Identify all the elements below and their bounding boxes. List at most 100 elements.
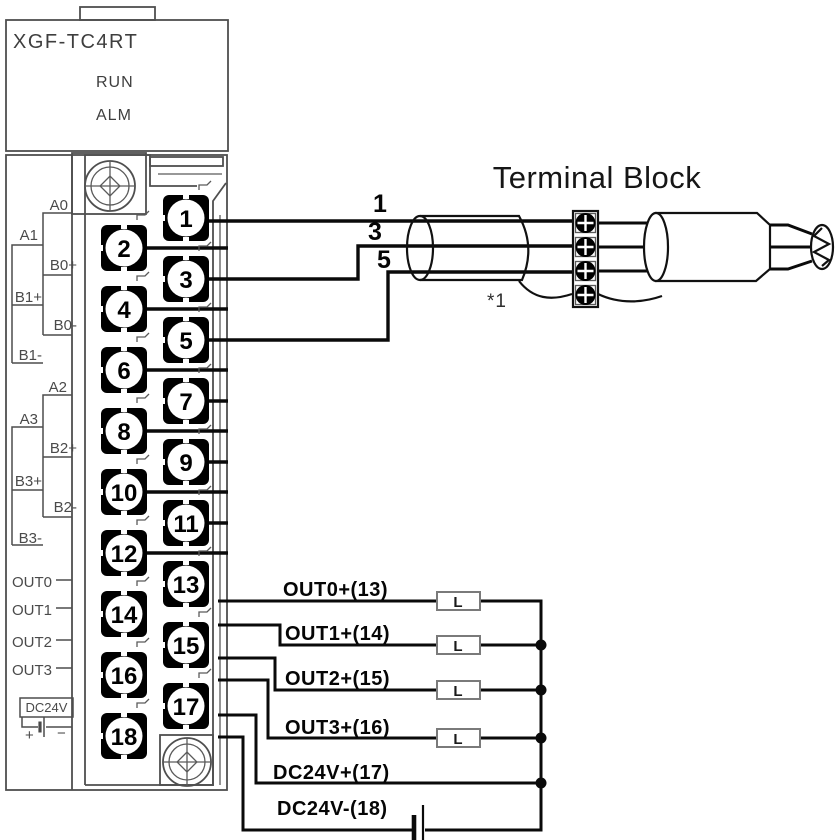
rtd-sensor-element (809, 223, 835, 271)
output-label-ticks (56, 579, 72, 669)
output-wiring: L L L L OUT0+(13) OUT1+(14) OUT2+(15) OU… (218, 579, 547, 840)
terminal-7: 7 (160, 363, 212, 426)
load-label-out2: L (453, 683, 462, 700)
top-screw-icon (84, 160, 136, 212)
bracket-ch2 (42, 394, 72, 518)
terminal-13: 13 (160, 546, 212, 609)
module-top-tab (79, 6, 156, 21)
wire-number-1: 1 (373, 190, 387, 218)
load-box-out2 (436, 680, 481, 700)
svg-text:4: 4 (117, 297, 131, 324)
label-out3: OUT3 (12, 662, 52, 679)
svg-text:17: 17 (173, 694, 200, 721)
junction-dot (535, 684, 547, 696)
run-led-label: RUN (96, 74, 134, 91)
left-cable-body (420, 214, 530, 282)
label-out1: OUT1 (12, 602, 52, 619)
wire-number-3: 3 (368, 218, 382, 246)
wire-dc24v-minus (218, 735, 413, 832)
svg-text:1: 1 (179, 206, 192, 233)
dc24v-power-group: DC24V + − (19, 697, 74, 744)
terminal-12: 12 (98, 515, 150, 578)
module-face-panel (5, 19, 229, 152)
label-out1-plus: OUT1+(14) (285, 623, 390, 645)
label-b3-minus: B3- (19, 530, 42, 547)
channel-label-group-ch01: A0 A1 B0+ B1+ B0- B1- (11, 197, 77, 364)
label-dc24v-minus: DC24V-(18) (277, 798, 388, 820)
label-out0: OUT0 (12, 574, 52, 591)
terminal-16: 16 (98, 637, 150, 700)
bracket-ch1 (11, 244, 43, 364)
left-cable-end (405, 214, 435, 282)
wire-terminal3 (204, 244, 573, 281)
svg-text:6: 6 (117, 358, 130, 385)
shield-wire-right (597, 293, 663, 303)
shield-note: *1 (487, 291, 507, 312)
bracket-ch3 (11, 426, 43, 546)
svg-text:10: 10 (111, 480, 138, 507)
svg-text:11: 11 (173, 511, 198, 538)
load-label-out0: L (453, 594, 462, 611)
strip-to-cable-wires (598, 221, 650, 273)
terminal-block-terminals: 1 2 3 4 5 6 7 8 9 10 11 12 13 14 15 16 1… (98, 180, 212, 761)
svg-text:15: 15 (173, 633, 200, 660)
dc24v-box (19, 697, 74, 718)
terminal-8: 8 (98, 393, 150, 456)
label-out3-plus: OUT3+(16) (285, 717, 390, 739)
minus-sign: − (57, 725, 66, 742)
terminal-9: 9 (160, 424, 212, 487)
terminal-1: 1 (160, 180, 212, 243)
load-box-out0 (436, 591, 481, 611)
strip-screw-icons (575, 213, 596, 305)
wire-terminal5 (204, 270, 573, 342)
terminal-3: 3 (160, 241, 212, 304)
svg-text:5: 5 (179, 328, 192, 355)
label-a0: A0 (50, 197, 68, 214)
terminal-contact-stubs (146, 246, 228, 555)
terminal-block-title: Terminal Block (493, 160, 702, 195)
resistor-zigzag-icon (811, 227, 832, 267)
svg-text:2: 2 (117, 236, 130, 263)
load-boxes (436, 591, 481, 748)
junction-dot (535, 777, 547, 789)
cable-to-sensor-wires (770, 223, 813, 271)
terminal-18: 18 (98, 698, 150, 761)
module-model-label: XGF-TC4RT (13, 31, 138, 53)
terminal-15: 15 (160, 607, 212, 670)
alarm-led-label: ALM (96, 107, 132, 124)
label-b1-minus: B1- (19, 347, 42, 364)
battery-symbol (411, 805, 425, 840)
shield-wire-left (518, 280, 573, 299)
shield-terminal-strip (571, 209, 600, 309)
junction-dot (535, 639, 547, 651)
right-cable-body (654, 211, 772, 283)
label-b0-plus: B0+ (50, 257, 77, 274)
wire-dc24v-plus (218, 713, 541, 785)
label-a1: A1 (20, 227, 38, 244)
cable-assembly: *1 (405, 209, 835, 312)
terminal-10: 10 (98, 454, 150, 517)
label-b2-minus: B2- (54, 499, 77, 516)
vent-bar (149, 156, 224, 167)
terminal-6: 6 (98, 332, 150, 395)
wire-out0-bus-dcminus (425, 599, 543, 832)
load-box-out1 (436, 635, 481, 655)
label-b2-plus: B2+ (50, 440, 77, 457)
label-a3: A3 (20, 411, 38, 428)
top-screw-housing (71, 152, 147, 215)
label-out2-plus: OUT2+(15) (285, 668, 390, 690)
junction-dot (535, 732, 547, 744)
label-dc24v-plus: DC24V+(17) (273, 762, 390, 784)
wire-out1-left (218, 623, 437, 647)
wire-out2-left (218, 656, 437, 692)
plus-sign: + (25, 727, 34, 744)
svg-text:9: 9 (179, 450, 192, 477)
svg-text:7: 7 (179, 389, 192, 416)
label-b1-plus: B1+ (15, 289, 42, 306)
svg-text:18: 18 (111, 724, 138, 751)
terminal-plate-left (84, 154, 197, 785)
terminal-17: 17 (160, 668, 212, 731)
dc24v-box-label: DC24V (26, 700, 68, 715)
